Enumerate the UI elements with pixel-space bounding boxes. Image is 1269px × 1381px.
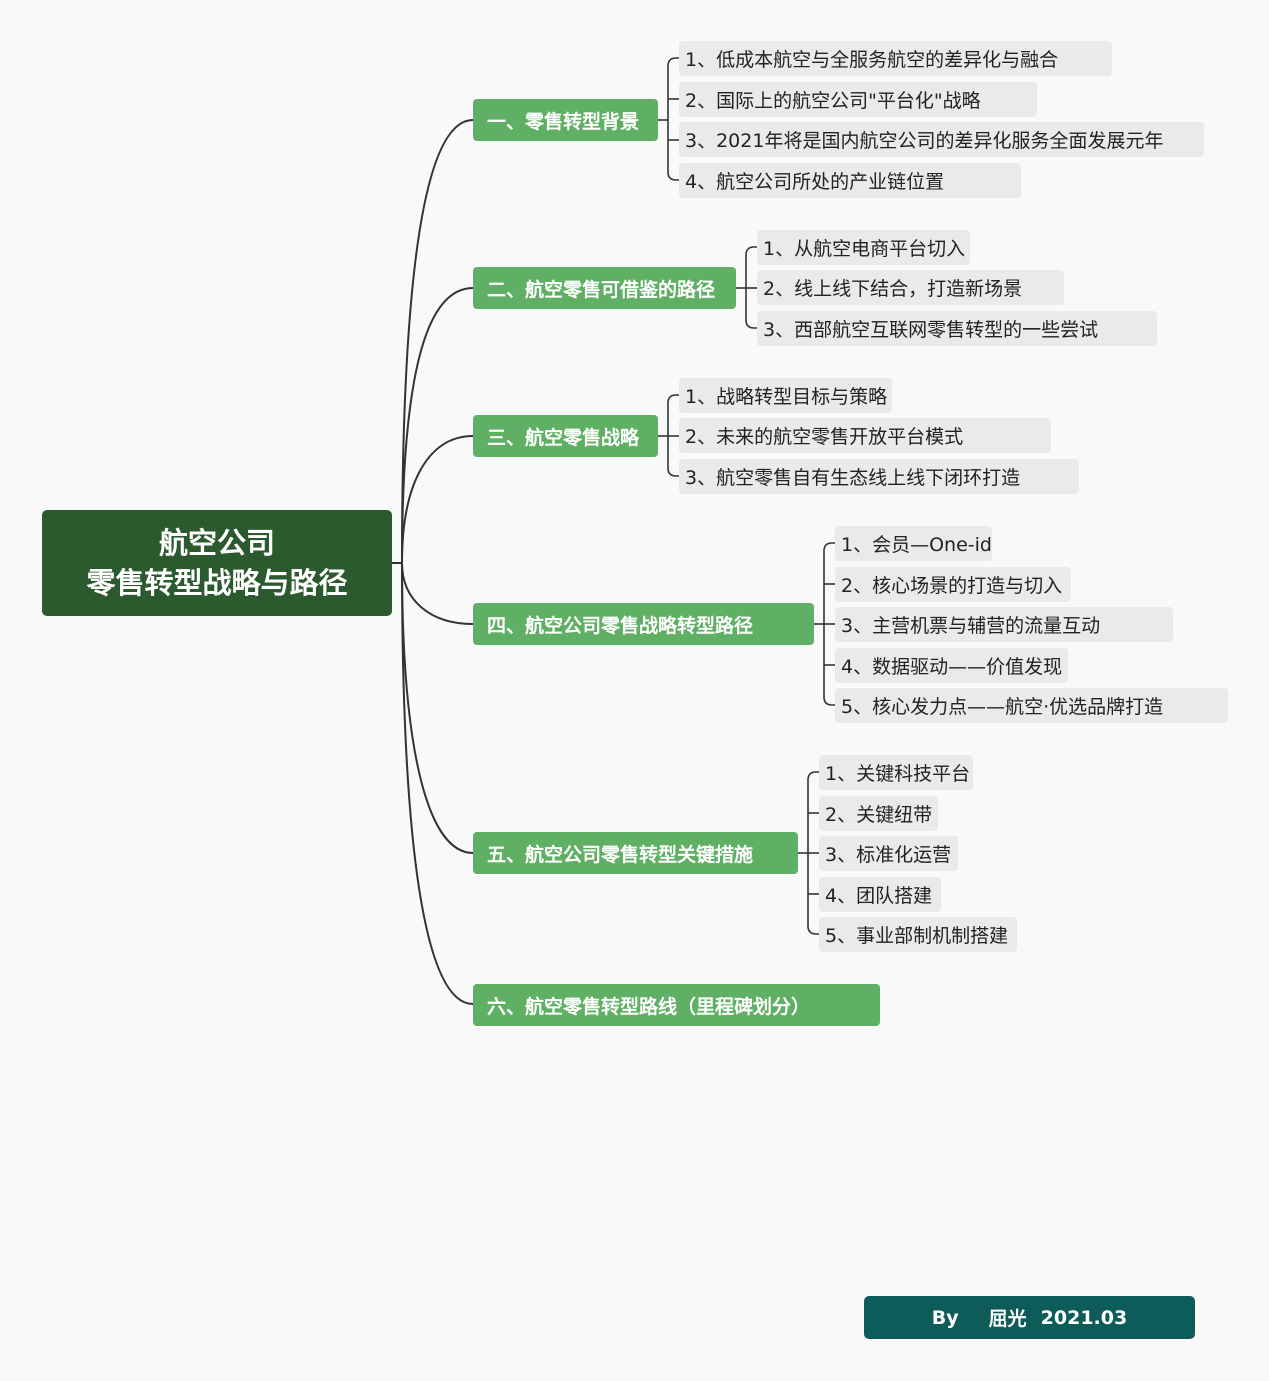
connector-root-branch-3 xyxy=(401,435,474,564)
branch-node-4[interactable]: 四、航空公司零售战略转型路径 xyxy=(473,603,814,645)
leaf-node-1-2[interactable]: 2、国际上的航空公司"平台化"战略 xyxy=(679,82,1037,117)
root-node[interactable]: 航空公司 零售转型战略与路径 xyxy=(42,510,392,616)
branch-node-2[interactable]: 二、航空零售可借鉴的路径 xyxy=(473,267,736,309)
leaf-node-5-4[interactable]: 4、团队搭建 xyxy=(819,877,941,912)
connector-group-branch-3 xyxy=(658,394,681,477)
leaf-node-2-3[interactable]: 3、西部航空互联网零售转型的一些尝试 xyxy=(757,311,1157,346)
footer-date: 2021.03 xyxy=(1040,1306,1128,1329)
connector-root-branch-2 xyxy=(401,287,474,564)
leaf-node-5-2[interactable]: 2、关键纽带 xyxy=(819,796,938,831)
leaf-node-3-3[interactable]: 3、航空零售自有生态线上线下闭环打造 xyxy=(679,459,1079,494)
leaf-node-1-3[interactable]: 3、2021年将是国内航空公司的差异化服务全面发展元年 xyxy=(679,122,1204,157)
branch-node-3[interactable]: 三、航空零售战略 xyxy=(473,415,658,457)
leaf-node-5-1[interactable]: 1、关键科技平台 xyxy=(819,755,973,790)
branch-node-6[interactable]: 六、航空零售转型路线（里程碑划分） xyxy=(473,984,880,1026)
connector-root-branch-4 xyxy=(401,562,474,625)
author-footer: By 屈光 2021.03 xyxy=(864,1296,1195,1339)
leaf-node-2-2[interactable]: 2、线上线下结合，打造新场景 xyxy=(757,270,1064,305)
branch-node-1[interactable]: 一、零售转型背景 xyxy=(473,99,658,141)
connector-group-branch-2 xyxy=(736,246,759,329)
branch-node-5[interactable]: 五、航空公司零售转型关键措施 xyxy=(473,832,798,874)
leaf-node-4-1[interactable]: 1、会员—One-id xyxy=(835,526,992,561)
leaf-node-4-3[interactable]: 3、主营机票与辅营的流量互动 xyxy=(835,607,1173,642)
connector-root-branch-1 xyxy=(392,119,474,564)
connector-group-branch-1 xyxy=(658,57,681,181)
footer-author: 屈光 xyxy=(988,1308,1027,1330)
connector-group-branch-5 xyxy=(798,771,821,935)
leaf-node-4-2[interactable]: 2、核心场景的打造与切入 xyxy=(835,567,1071,602)
leaf-node-5-3[interactable]: 3、标准化运营 xyxy=(819,836,958,871)
leaf-node-1-4[interactable]: 4、航空公司所处的产业链位置 xyxy=(679,163,1021,198)
connector-root-branch-6 xyxy=(401,562,474,1005)
leaf-node-4-5[interactable]: 5、核心发力点——航空·优选品牌打造 xyxy=(835,688,1228,723)
leaf-node-1-1[interactable]: 1、低成本航空与全服务航空的差异化与融合 xyxy=(679,41,1112,76)
root-title-line-2: 零售转型战略与路径 xyxy=(86,566,348,600)
footer-by: By xyxy=(931,1306,959,1329)
leaf-node-5-5[interactable]: 5、事业部制机制搭建 xyxy=(819,917,1017,952)
connector-group-branch-4 xyxy=(814,542,837,706)
leaf-node-2-1[interactable]: 1、从航空电商平台切入 xyxy=(757,230,970,265)
leaf-node-4-4[interactable]: 4、数据驱动——价值发现 xyxy=(835,648,1068,683)
leaf-node-3-2[interactable]: 2、未来的航空零售开放平台模式 xyxy=(679,418,1051,453)
leaf-node-3-1[interactable]: 1、战略转型目标与策略 xyxy=(679,378,892,413)
connector-root-branch-5 xyxy=(401,562,474,854)
root-title-line-1: 航空公司 xyxy=(158,526,275,560)
